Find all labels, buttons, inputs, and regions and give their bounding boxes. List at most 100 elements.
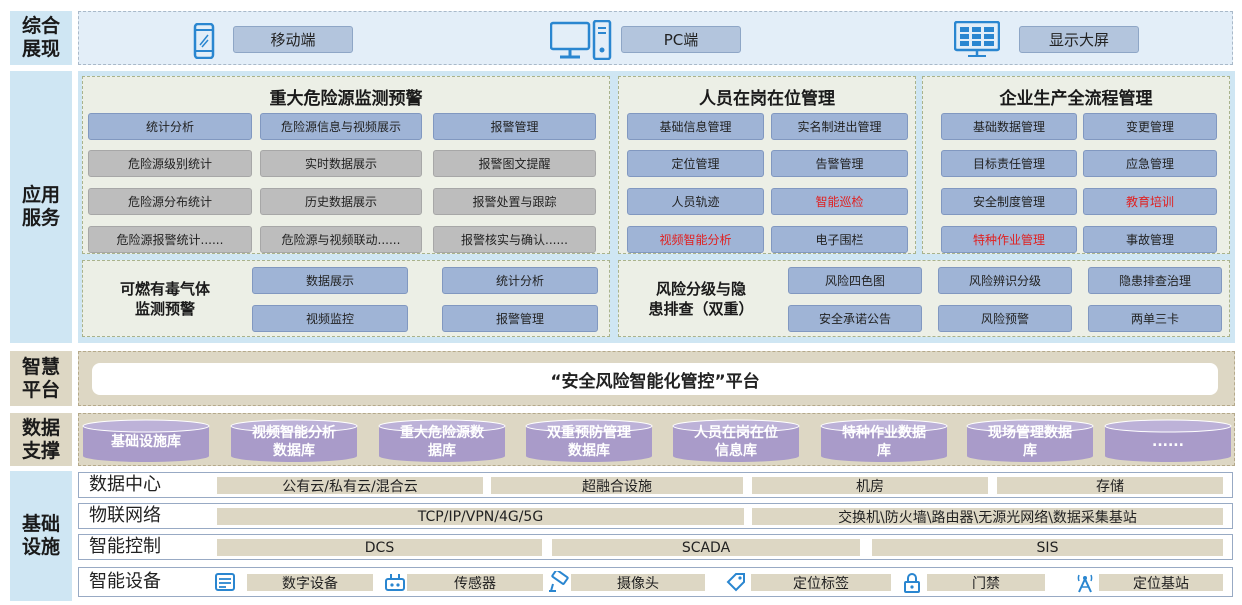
production-item-button[interactable]: 目标责任管理 [941, 150, 1077, 177]
infra-pill: 超融合设施 [491, 477, 743, 495]
personnel-panel-title: 人员在岗在位管理 [699, 89, 835, 109]
database-cylinder: 现场管理数据 库 [966, 419, 1094, 463]
gas-panel-title: 可燃有毒气体 监测预警 [119, 280, 210, 318]
hazard-panel-title: 重大危险源监测预警 [269, 89, 423, 109]
device-pill: 定位基站 [1099, 574, 1223, 592]
hazard-item-button[interactable]: 历史数据展示 [260, 188, 422, 215]
risk-panel-title: 风险分级与隐 患排查（双重） [648, 280, 754, 318]
database-cylinder: ...... [1104, 419, 1232, 463]
tag-icon [725, 572, 747, 592]
gas-item-button[interactable]: 统计分析 [442, 267, 598, 294]
personnel-item-button[interactable]: 基础信息管理 [627, 113, 764, 140]
infra-pill: SCADA [552, 539, 860, 556]
risk-item-button[interactable]: 风险预警 [938, 305, 1072, 332]
gas-item-button[interactable]: 视频监控 [252, 305, 408, 332]
hazard-item-button[interactable]: 报警图文提醒 [433, 150, 596, 177]
database-label: 现场管理数据 库 [988, 425, 1072, 459]
personnel-item-button[interactable]: 告警管理 [771, 150, 908, 177]
personnel-item-button[interactable]: 视频智能分析 [627, 226, 764, 253]
production-item-button[interactable]: 基础数据管理 [941, 113, 1077, 140]
personnel-item-button[interactable]: 智能巡检 [771, 188, 908, 215]
risk-item-button[interactable]: 两单三卡 [1088, 305, 1222, 332]
platform-title: “安全风险智能化管控”平台 [92, 363, 1218, 395]
risk-item-button[interactable]: 风险辨识分级 [938, 267, 1072, 294]
infra-control-row: 智能控制 DCS SCADA SIS [78, 534, 1233, 560]
infra-row-title: 数据中心 [89, 474, 161, 495]
database-label: ...... [1152, 434, 1184, 450]
hazard-item-button[interactable]: 危险源级别统计 [88, 150, 252, 177]
infra-pill: 机房 [752, 477, 988, 495]
hazard-item-button[interactable]: 危险源信息与视频展示 [260, 113, 422, 140]
gas-item-button[interactable]: 报警管理 [442, 305, 598, 332]
row-label-text: 智慧平台 [21, 355, 60, 401]
hazard-item-button[interactable]: 报警处置与跟踪 [433, 188, 596, 215]
gas-item-button[interactable]: 数据展示 [252, 267, 408, 294]
infra-pill: DCS [217, 539, 542, 556]
production-item-button[interactable]: 事故管理 [1083, 226, 1217, 253]
production-item-button[interactable]: 变更管理 [1083, 113, 1217, 140]
database-label: 基础设施库 [111, 434, 181, 450]
row-label-platform: 智慧平台 [10, 351, 72, 406]
database-cylinder: 双重预防管理 数据库 [525, 419, 653, 463]
row-label-application: 应用服务 [10, 71, 72, 343]
desktop-computer-icon [549, 19, 612, 61]
production-item-button[interactable]: 特种作业管理 [941, 226, 1077, 253]
production-panel-title: 企业生产全流程管理 [999, 89, 1153, 109]
risk-item-button[interactable]: 隐患排查治理 [1088, 267, 1222, 294]
database-label: 人员在岗在位 信息库 [694, 425, 778, 459]
digital-device-icon [214, 572, 236, 592]
database-label: 特种作业数据 库 [842, 425, 926, 459]
personnel-item-button[interactable]: 人员轨迹 [627, 188, 764, 215]
hazard-item-button[interactable]: 报警核实与确认...... [433, 226, 596, 253]
presentation-bigscreen-button[interactable]: 显示大屏 [1019, 26, 1139, 53]
infra-devices-row: 智能设备 数字设备 传感器 摄像头 定位标签 [78, 567, 1233, 597]
personnel-item-button[interactable]: 实名制进出管理 [771, 113, 908, 140]
row-label-text: 综合展现 [21, 15, 60, 60]
database-cylinder: 重大危险源数 据库 [378, 419, 506, 463]
personnel-item-button[interactable]: 定位管理 [627, 150, 764, 177]
sensor-icon [384, 572, 406, 592]
device-pill: 摄像头 [571, 574, 705, 592]
lock-icon [901, 572, 923, 593]
production-item-button[interactable]: 安全制度管理 [941, 188, 1077, 215]
row-label-text: 基础设施 [21, 513, 60, 558]
risk-item-button[interactable]: 安全承诺公告 [788, 305, 922, 332]
infra-pill: 存储 [997, 477, 1223, 495]
infra-pill: 交换机\防火墙\路由器\无源光网络\数据采集基站 [752, 508, 1223, 526]
database-cylinder: 基础设施库 [82, 419, 210, 463]
production-item-button[interactable]: 应急管理 [1083, 150, 1217, 177]
infra-datacenter-row: 数据中心 公有云/私有云/混合云 超融合设施 机房 存储 [78, 472, 1233, 498]
mobile-phone-icon [193, 22, 215, 60]
row-label-data: 数据支撑 [10, 413, 72, 466]
database-label: 双重预防管理 数据库 [547, 425, 631, 459]
presentation-pc-button[interactable]: PC端 [621, 26, 741, 53]
risk-item-button[interactable]: 风险四色图 [788, 267, 922, 294]
production-item-button[interactable]: 教育培训 [1083, 188, 1217, 215]
display-screen-icon [953, 20, 1001, 57]
hazard-item-button[interactable]: 危险源分布统计 [88, 188, 252, 215]
row-label-text: 应用服务 [21, 184, 60, 229]
database-cylinder: 人员在岗在位 信息库 [672, 419, 800, 463]
hazard-item-button[interactable]: 危险源与视频联动...... [260, 226, 422, 253]
infra-pill: SIS [872, 539, 1223, 556]
infra-pill: 公有云/私有云/混合云 [217, 477, 483, 495]
row-label-presentation: 综合展现 [10, 11, 72, 65]
database-cylinder: 视频智能分析 数据库 [230, 419, 358, 463]
infra-row-title: 智能设备 [89, 571, 161, 592]
hazard-item-button[interactable]: 统计分析 [88, 113, 252, 140]
hazard-item-button[interactable]: 报警管理 [433, 113, 596, 140]
database-cylinder: 特种作业数据 库 [820, 419, 948, 463]
hazard-item-button[interactable]: 危险源报警统计...... [88, 226, 252, 253]
device-pill: 定位标签 [751, 574, 891, 592]
device-pill: 数字设备 [247, 574, 373, 592]
device-pill: 门禁 [927, 574, 1045, 592]
hazard-item-button[interactable]: 实时数据展示 [260, 150, 422, 177]
infra-row-title: 物联网络 [89, 505, 161, 526]
database-label: 视频智能分析 数据库 [252, 425, 336, 459]
infra-iot-row: 物联网络 TCP/IP/VPN/4G/5G 交换机\防火墙\路由器\无源光网络\… [78, 503, 1233, 529]
database-label: 重大危险源数 据库 [400, 425, 484, 459]
camera-icon [547, 569, 569, 592]
infra-row-title: 智能控制 [89, 536, 161, 557]
presentation-mobile-button[interactable]: 移动端 [233, 26, 353, 53]
personnel-item-button[interactable]: 电子围栏 [771, 226, 908, 253]
